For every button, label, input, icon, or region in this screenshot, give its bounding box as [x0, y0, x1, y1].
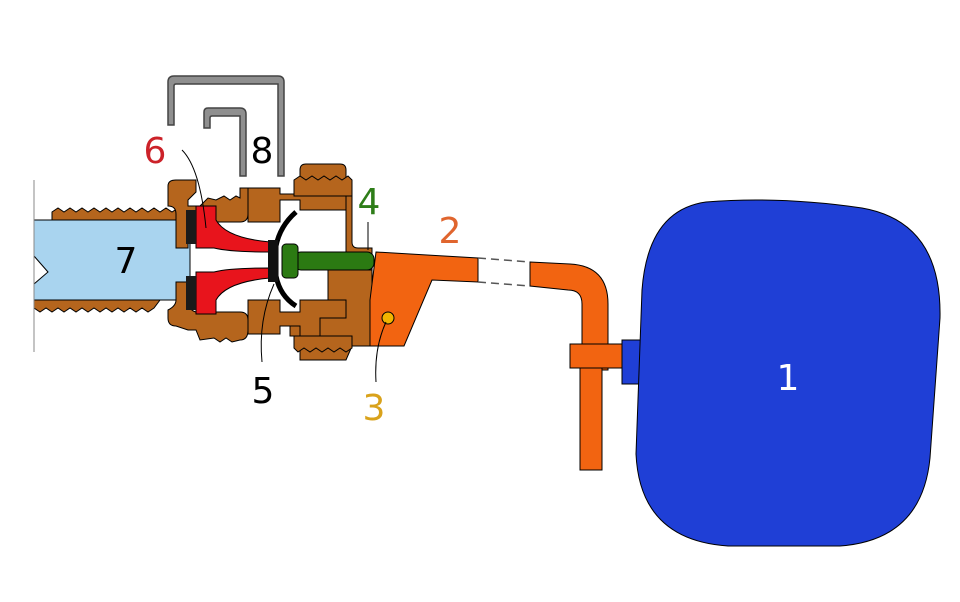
- body-thread-top: [293, 175, 353, 197]
- lever-arm: [369, 251, 623, 471]
- label-3: 3: [363, 388, 386, 429]
- pipe-body: [33, 219, 191, 301]
- pipe-thread-top: [51, 207, 191, 221]
- leader-5: [260, 283, 275, 363]
- seat-gasket-bottom: [186, 276, 196, 310]
- lever-arm-dashed: [477, 257, 531, 287]
- label-8: 8: [251, 131, 274, 172]
- float-clamp: [569, 343, 623, 369]
- label-5: 5: [252, 371, 275, 412]
- pipe-thread-bottom: [33, 299, 161, 313]
- plunger: [281, 243, 375, 279]
- pivot-pin: [381, 311, 395, 325]
- label-4: 4: [358, 182, 381, 223]
- leader-lines: [181, 149, 387, 383]
- valve-seat: [186, 205, 271, 315]
- outer-tube: [167, 75, 285, 177]
- plunger-rod: [293, 251, 375, 271]
- float-ball: [635, 199, 941, 547]
- plunger-head: [281, 243, 299, 279]
- part-labels: 1 2 3 4 5 6 7 8: [115, 131, 800, 429]
- leader-3: [375, 321, 387, 383]
- label-7: 7: [115, 241, 138, 282]
- inner-tube: [203, 107, 247, 177]
- label-2: 2: [439, 211, 462, 252]
- label-1: 1: [777, 358, 800, 399]
- seat-gasket-top: [186, 210, 196, 244]
- diaphragm-disc: [268, 240, 278, 282]
- outlet-tubes: [167, 75, 285, 177]
- inlet-pipe: [33, 180, 191, 352]
- lever-rod-lower: [579, 367, 603, 471]
- diaphragm: [268, 210, 298, 309]
- body-thread-bottom: [293, 335, 353, 353]
- leader-6: [181, 149, 207, 229]
- label-6: 6: [144, 131, 167, 172]
- lever-head: [369, 251, 479, 347]
- float: [621, 199, 941, 547]
- central-body-bottom: [247, 299, 347, 337]
